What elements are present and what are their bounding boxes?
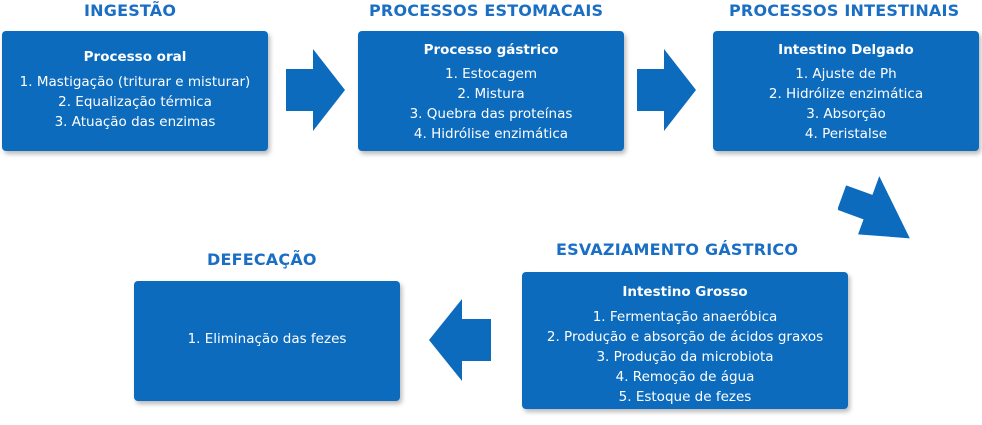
stage-item: 4. Remoção de água <box>615 369 755 385</box>
stage-item-list: 1. Fermentação anaeróbica 2. Produção e … <box>547 307 823 407</box>
stage-item: 5. Estoque de fezes <box>618 389 752 405</box>
stage-item: 1. Fermentação anaeróbica <box>592 309 778 325</box>
stage-item-list: 1. Eliminação das fezes <box>188 329 347 349</box>
heading-processos-intestinais: PROCESSOS INTESTINAIS <box>729 1 960 20</box>
stage-title: Intestino Delgado <box>778 42 914 58</box>
stage-item: 3. Produção da microbiota <box>596 349 774 365</box>
arrow-right-icon <box>286 49 345 131</box>
stage-item: 3. Quebra das proteínas <box>409 106 573 122</box>
stage-item: 3. Atuação das enzimas <box>54 114 216 130</box>
stage-title: Intestino Grosso <box>622 284 748 300</box>
arrow-left-icon <box>429 299 491 381</box>
heading-ingestao: INGESTÃO <box>84 1 177 20</box>
stage-item: 2. Hidrólize enzimática <box>768 86 924 102</box>
stage-item: 1. Ajuste de Ph <box>795 66 897 82</box>
stage-item: 1. Mastigação (triturar e misturar) <box>19 74 251 90</box>
stage-item: 3. Absorção <box>806 106 886 122</box>
stage-box-processo-gastrico: Processo gástrico 1. Estocagem 2. Mistur… <box>358 31 624 151</box>
stage-box-intestino-grosso: Intestino Grosso 1. Fermentação anaeróbi… <box>522 272 848 409</box>
stage-item-list: 1. Ajuste de Ph 2. Hidrólize enzimática … <box>769 64 923 144</box>
stage-item: 2. Mistura <box>457 86 525 102</box>
stage-item: 4. Peristalse <box>804 126 888 142</box>
stage-item-list: 1. Mastigação (triturar e misturar) 2. E… <box>20 72 251 132</box>
stage-box-processo-oral: Processo oral 1. Mastigação (triturar e … <box>2 31 268 151</box>
stage-item: 2. Produção e absorção de ácidos graxos <box>546 329 824 345</box>
heading-defecacao: DEFECAÇÃO <box>207 250 317 269</box>
stage-item: 1. Estocagem <box>444 66 537 82</box>
stage-item-list: 1. Estocagem 2. Mistura 3. Quebra das pr… <box>410 64 573 144</box>
arrow-down-diagonal-icon <box>838 176 910 239</box>
heading-esvaziamento-gastrico: ESVAZIAMENTO GÁSTRICO <box>556 240 799 259</box>
arrow-right-icon <box>637 49 696 131</box>
heading-processos-estomacais: PROCESSOS ESTOMACAIS <box>369 1 604 20</box>
stage-title: Processo oral <box>83 49 187 65</box>
stage-item: 1. Eliminação das fezes <box>187 331 347 347</box>
stage-item: 4. Hidrólise enzimática <box>413 126 569 142</box>
stage-item: 2. Equalização térmica <box>58 94 212 110</box>
stage-box-defecacao: 1. Eliminação das fezes <box>134 281 400 401</box>
stage-box-intestino-delgado: Intestino Delgado 1. Ajuste de Ph 2. Hid… <box>713 31 979 151</box>
stage-title: Processo gástrico <box>423 42 559 58</box>
